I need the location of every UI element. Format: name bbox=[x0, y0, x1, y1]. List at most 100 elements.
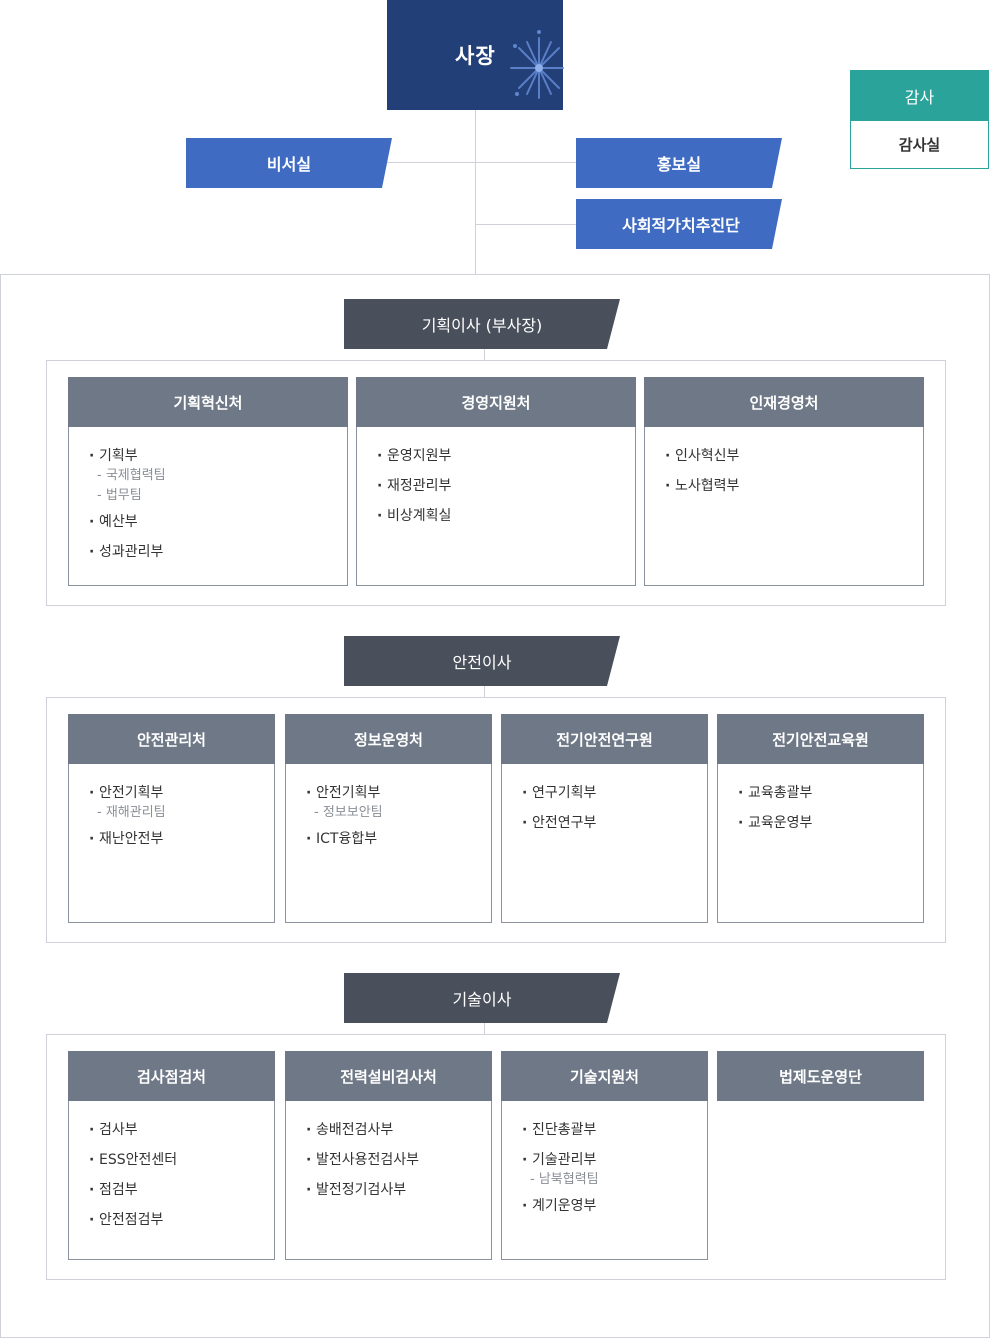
dash-icon: - bbox=[97, 468, 106, 483]
division-name: 전기안전연구원 bbox=[501, 714, 708, 764]
division-name: 전력설비검사처 bbox=[285, 1051, 492, 1101]
department-item[interactable]: ·교육총괄부 bbox=[738, 783, 913, 813]
division-name: 기획혁신처 bbox=[68, 377, 348, 427]
division-card[interactable]: 전기안전연구원·연구기획부·안전연구부 bbox=[501, 714, 708, 923]
director-title: 기획이사 (부사장) bbox=[421, 316, 543, 335]
department-item[interactable]: ·교육운영부 bbox=[738, 813, 913, 843]
director-header[interactable]: 기획이사 (부사장) bbox=[344, 299, 620, 349]
department-item[interactable]: ·계기운영부 bbox=[522, 1196, 697, 1226]
department-item[interactable]: ·안전기획부 bbox=[89, 783, 264, 803]
department-label: 기술관리부 bbox=[532, 1152, 597, 1168]
director-header-shape bbox=[344, 299, 620, 349]
department-item[interactable]: ·인사혁신부 bbox=[665, 446, 913, 476]
bullet-icon: · bbox=[89, 831, 95, 847]
division-card[interactable]: 기술지원처·진단총괄부·기술관리부- 남북협력팀·계기운영부 bbox=[501, 1051, 708, 1260]
division-card[interactable]: 전기안전교육원·교육총괄부·교육운영부 bbox=[717, 714, 924, 923]
bullet-icon: · bbox=[738, 815, 744, 831]
department-item[interactable]: ·연구기획부 bbox=[522, 783, 697, 813]
department-item[interactable]: ·ICT융합부 bbox=[306, 829, 481, 859]
division-card[interactable]: 인재경영처·인사혁신부·노사협력부 bbox=[644, 377, 924, 586]
bullet-icon: · bbox=[306, 831, 312, 847]
department-item[interactable]: ·비상계획실 bbox=[377, 506, 625, 536]
department-label: 재난안전부 bbox=[99, 831, 164, 847]
connector-left-staff bbox=[385, 162, 476, 163]
division-card[interactable]: 법제도운영단 bbox=[717, 1051, 924, 1101]
staff-label: 비서실 bbox=[266, 155, 312, 174]
department-item[interactable]: ·기획부 bbox=[89, 446, 337, 466]
bullet-icon: · bbox=[665, 448, 671, 464]
department-item[interactable]: ·예산부 bbox=[89, 512, 337, 542]
team-item[interactable]: - 국제협력팀 bbox=[89, 466, 337, 486]
bullet-icon: · bbox=[522, 1198, 528, 1214]
division-card[interactable]: 정보운영처·안전기획부- 정보보안팀·ICT융합부 bbox=[285, 714, 492, 923]
division-name: 경영지원처 bbox=[356, 377, 636, 427]
bullet-icon: · bbox=[89, 1182, 95, 1198]
sparkle-icon bbox=[510, 30, 564, 99]
department-item[interactable]: ·성과관리부 bbox=[89, 542, 337, 572]
department-label: 예산부 bbox=[99, 514, 138, 530]
bullet-icon: · bbox=[377, 448, 383, 464]
department-item[interactable]: ·ESS안전센터 bbox=[89, 1150, 264, 1180]
department-item[interactable]: ·재정관리부 bbox=[377, 476, 625, 506]
department-item[interactable]: ·진단총괄부 bbox=[522, 1120, 697, 1150]
department-item[interactable]: ·안전기획부 bbox=[306, 783, 481, 803]
department-label: 송배전검사부 bbox=[316, 1122, 394, 1138]
connector-ceo-down bbox=[475, 110, 476, 274]
department-label: 안전기획부 bbox=[316, 785, 381, 801]
team-label: 남북협력팀 bbox=[538, 1172, 599, 1187]
bullet-icon: · bbox=[522, 815, 528, 831]
department-item[interactable]: ·안전연구부 bbox=[522, 813, 697, 843]
team-item[interactable]: - 정보보안팀 bbox=[306, 803, 481, 829]
department-label: 발전사용전검사부 bbox=[316, 1152, 420, 1168]
division-card[interactable]: 경영지원처·운영지원부·재정관리부·비상계획실 bbox=[356, 377, 636, 586]
bullet-icon: · bbox=[89, 1152, 95, 1168]
department-label: 연구기획부 bbox=[532, 785, 597, 801]
department-item[interactable]: ·운영지원부 bbox=[377, 446, 625, 476]
staff-box-shape bbox=[576, 199, 782, 249]
director-header[interactable]: 기술이사 bbox=[344, 973, 620, 1023]
division-card[interactable]: 검사점검처·검사부·ESS안전센터·점검부·안전점검부 bbox=[68, 1051, 275, 1260]
director-header[interactable]: 안전이사 bbox=[344, 636, 620, 686]
bullet-icon: · bbox=[306, 785, 312, 801]
staff-box-shape bbox=[576, 138, 782, 188]
connector-right-staff-1 bbox=[475, 162, 578, 163]
staff-label: 홍보실 bbox=[656, 155, 702, 174]
division-name: 기술지원처 bbox=[501, 1051, 708, 1101]
department-label: 계기운영부 bbox=[532, 1198, 597, 1214]
department-label: 안전점검부 bbox=[99, 1212, 164, 1228]
division-card[interactable]: 안전관리처·안전기획부- 재해관리팀·재난안전부 bbox=[68, 714, 275, 923]
department-item[interactable]: ·재난안전부 bbox=[89, 829, 264, 859]
team-item[interactable]: - 법무팀 bbox=[89, 486, 337, 512]
department-item[interactable]: ·발전사용전검사부 bbox=[306, 1150, 481, 1180]
division-card[interactable]: 기획혁신처·기획부- 국제협력팀- 법무팀·예산부·성과관리부 bbox=[68, 377, 348, 586]
division-name: 안전관리처 bbox=[68, 714, 275, 764]
connector-director-group bbox=[484, 349, 485, 360]
department-label: ESS안전센터 bbox=[99, 1152, 178, 1168]
department-item[interactable]: ·송배전검사부 bbox=[306, 1120, 481, 1150]
team-item[interactable]: - 재해관리팀 bbox=[89, 803, 264, 829]
audit-box[interactable]: 감사 감사실 bbox=[850, 70, 989, 169]
department-item[interactable]: ·노사협력부 bbox=[665, 476, 913, 506]
staff-box-social-value[interactable]: 사회적가치추진단 bbox=[576, 199, 782, 249]
department-item[interactable]: ·발전정기검사부 bbox=[306, 1180, 481, 1210]
department-item[interactable]: ·안전점검부 bbox=[89, 1210, 264, 1240]
department-item[interactable]: ·검사부 bbox=[89, 1120, 264, 1150]
bullet-icon: · bbox=[89, 514, 95, 530]
department-label: 재정관리부 bbox=[387, 478, 452, 494]
bullet-icon: · bbox=[306, 1182, 312, 1198]
bullet-icon: · bbox=[89, 1212, 95, 1228]
division-card[interactable]: 전력설비검사처·송배전검사부·발전사용전검사부·발전정기검사부 bbox=[285, 1051, 492, 1260]
connector-right-staff-2 bbox=[475, 224, 578, 225]
bullet-icon: · bbox=[306, 1152, 312, 1168]
team-item[interactable]: - 남북협력팀 bbox=[522, 1170, 697, 1196]
department-item[interactable]: ·기술관리부 bbox=[522, 1150, 697, 1170]
staff-box-pr[interactable]: 홍보실 bbox=[576, 138, 782, 188]
department-label: ICT융합부 bbox=[316, 831, 378, 847]
staff-box-secretary[interactable]: 비서실 bbox=[186, 138, 392, 188]
team-label: 정보보안팀 bbox=[322, 805, 383, 820]
department-item[interactable]: ·점검부 bbox=[89, 1180, 264, 1210]
department-list: ·인사혁신부·노사협력부 bbox=[665, 446, 913, 506]
department-list: ·교육총괄부·교육운영부 bbox=[738, 783, 913, 843]
dash-icon: - bbox=[97, 805, 106, 820]
